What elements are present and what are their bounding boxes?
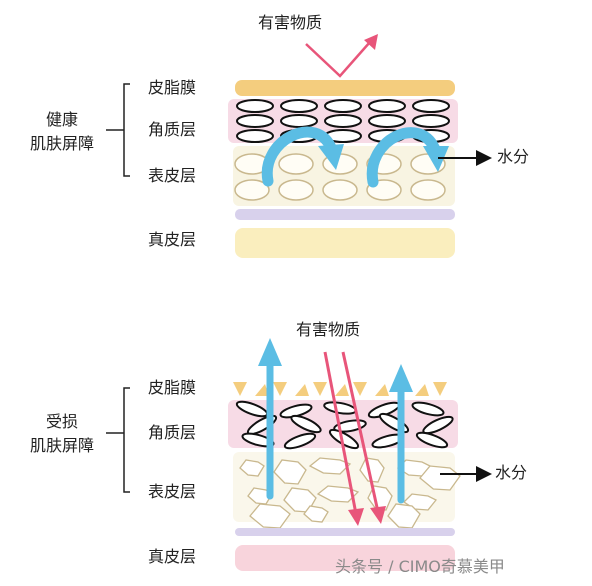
epidermis-cell — [278, 153, 314, 175]
sebum-fragment — [295, 384, 309, 396]
epidermis-cell-fragment — [303, 505, 329, 523]
healthy-moisture-loop-right-head — [423, 146, 449, 172]
corneum-cell — [368, 114, 406, 128]
sebum-fragment — [233, 382, 247, 396]
damaged-sebum-layer — [233, 382, 447, 396]
damaged-harmful-label: 有害物质 — [296, 320, 361, 339]
corneum-cell — [411, 401, 445, 417]
damaged-epidermis-label: 表皮层 — [148, 482, 197, 501]
healthy-dermis-layer — [235, 228, 455, 258]
corneum-cell — [280, 99, 318, 113]
damaged-group-label-line2: 肌肤屏障 — [29, 436, 94, 455]
epidermis-cell-fragment — [316, 485, 360, 503]
healthy-dermis-label: 真皮层 — [148, 230, 197, 249]
epidermis-cell-fragment — [387, 503, 421, 529]
healthy-diagram — [106, 34, 492, 258]
sebum-fragment — [353, 382, 367, 396]
epidermis-cell — [410, 179, 446, 201]
healthy-corneum-label: 角质层 — [148, 120, 197, 139]
healthy-bracket — [106, 83, 130, 177]
corneum-cell — [422, 415, 454, 435]
damaged-moisture-up-right-head — [389, 364, 413, 392]
damaged-group-label: 受损 肌肤屏障 — [22, 410, 102, 458]
healthy-harmful-arrow-head — [364, 34, 378, 50]
epidermis-cell-fragment — [273, 459, 307, 485]
healthy-moisture-loop-left-head — [318, 144, 344, 170]
healthy-moisture-loop-right — [366, 127, 442, 188]
corneum-cell — [412, 114, 450, 128]
healthy-moisture-label: 水分 — [497, 147, 530, 166]
corneum-cell — [236, 99, 274, 113]
damaged-corneum-label: 角质层 — [148, 423, 197, 442]
corneum-cell — [236, 129, 274, 143]
corneum-cell — [324, 114, 362, 128]
sebum-fragment — [335, 384, 349, 396]
sebum-fragment — [255, 384, 269, 396]
epidermis-cell — [234, 179, 270, 201]
damaged-basement-layer — [235, 528, 455, 536]
corneum-cell — [290, 414, 322, 434]
corneum-cell — [236, 114, 274, 128]
watermark: 头条号 / CIMO奇慕美甲 — [335, 557, 505, 576]
damaged-harmful-arrow-2 — [341, 351, 380, 513]
damaged-moisture-label: 水分 — [495, 463, 528, 482]
healthy-group-label: 健康 肌肤屏障 — [22, 108, 102, 156]
damaged-bracket — [106, 387, 130, 493]
damaged-harmful-arrow-2-head — [370, 506, 386, 524]
damaged-moisture-up-left-head — [258, 338, 282, 366]
sebum-fragment — [433, 382, 447, 396]
damaged-dermis-layer — [235, 545, 455, 571]
healthy-epidermis-label: 表皮层 — [148, 166, 197, 185]
epidermis-cell-fragment — [249, 503, 291, 529]
sebum-fragment — [273, 382, 287, 396]
healthy-basement-layer — [235, 209, 455, 220]
damaged-harmful-arrow-1 — [323, 351, 358, 515]
corneum-cell — [412, 99, 450, 113]
corneum-cell — [324, 99, 362, 113]
damaged-harmful-arrow-1-head — [348, 508, 364, 526]
sebum-fragment — [415, 384, 429, 396]
corneum-cell — [415, 431, 449, 449]
damaged-dermis-label: 真皮层 — [148, 547, 197, 566]
corneum-cell — [283, 432, 317, 450]
healthy-moisture-loop-left — [261, 126, 338, 187]
epidermis-cell-fragment — [308, 457, 352, 475]
healthy-sebum-label: 皮脂膜 — [148, 78, 197, 97]
healthy-harmful-label: 有害物质 — [258, 13, 323, 32]
damaged-group-label-line1: 受损 — [45, 412, 78, 431]
sebum-fragment — [313, 382, 327, 396]
epidermis-cell-fragment — [419, 465, 461, 491]
damaged-diagram — [106, 338, 492, 571]
epidermis-cell — [322, 179, 358, 201]
corneum-cell — [368, 99, 406, 113]
epidermis-cell-fragment — [283, 487, 317, 513]
healthy-sebum-layer — [235, 80, 455, 96]
epidermis-cell-fragment — [239, 459, 265, 477]
damaged-epidermis-cells — [239, 457, 461, 529]
healthy-group-label-line2: 肌肤屏障 — [29, 134, 94, 153]
corneum-cell — [280, 114, 318, 128]
damaged-sebum-label: 皮脂膜 — [148, 378, 197, 397]
epidermis-cell — [278, 179, 314, 201]
healthy-harmful-arrow — [305, 41, 371, 78]
sebum-fragment — [375, 384, 389, 396]
healthy-group-label-line1: 健康 — [45, 110, 78, 129]
